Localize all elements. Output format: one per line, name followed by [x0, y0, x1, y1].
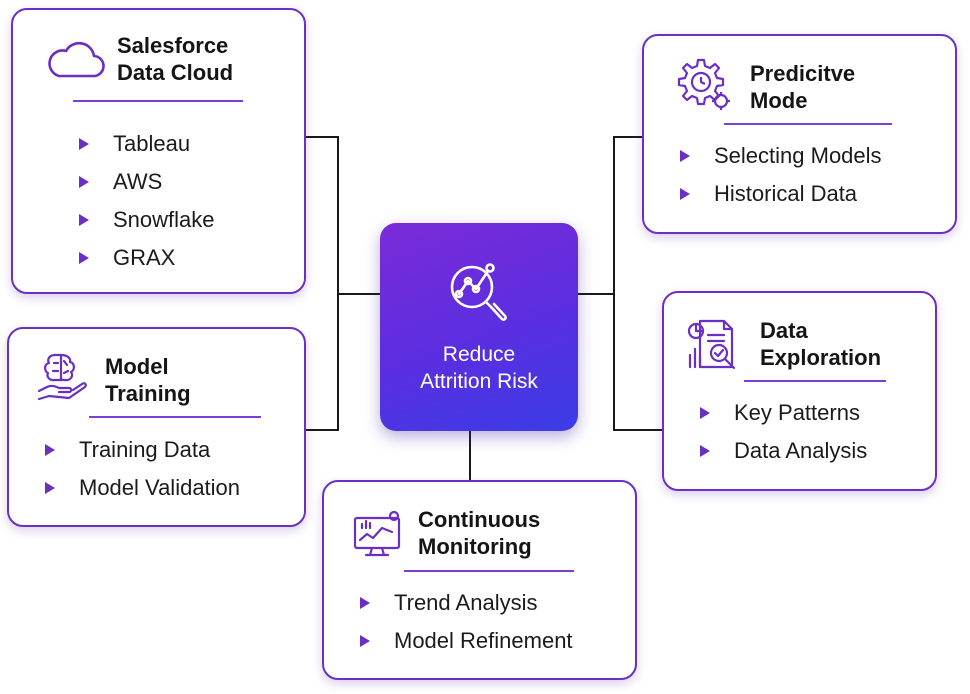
list-item: GRAX — [77, 245, 215, 271]
item-list: Selecting Models Historical Data — [678, 143, 882, 219]
list-item: Training Data — [43, 437, 240, 463]
title-divider — [89, 416, 261, 418]
predictive-mode-card: Predicitve Mode Selecting Models Histori… — [642, 34, 957, 234]
bullet-icon — [79, 176, 89, 188]
list-item: Key Patterns — [698, 400, 867, 426]
connector-predictive — [578, 136, 643, 295]
center-hub: Reduce Attrition Risk — [380, 223, 578, 431]
bullet-icon — [680, 188, 690, 200]
bullet-icon — [700, 445, 710, 457]
list-item: Model Validation — [43, 475, 240, 501]
cloud-icon — [48, 41, 105, 78]
card-title: Salesforce Data Cloud — [117, 33, 234, 85]
title-divider — [404, 570, 574, 572]
brain-hand-icon — [37, 353, 87, 401]
connector-salesforce — [306, 136, 380, 295]
center-title: Reduce Attrition Risk — [420, 343, 538, 393]
item-list: Key Patterns Data Analysis — [698, 400, 867, 476]
magnifier-chart-icon — [450, 263, 507, 321]
list-item: Tableau — [77, 131, 215, 157]
card-title: Model Training — [105, 354, 191, 406]
title-divider — [73, 100, 243, 102]
item-list: Tableau AWS Snowflake GRAX — [77, 131, 215, 283]
list-item: Historical Data — [678, 181, 882, 207]
bullet-icon — [79, 138, 89, 150]
report-magnifier-icon — [687, 319, 736, 370]
bullet-icon — [79, 252, 89, 264]
bullet-icon — [680, 150, 690, 162]
connector-exploration — [613, 294, 662, 431]
bullet-icon — [45, 444, 55, 456]
continuous-monitoring-card: Continuous Monitoring Trend Analysis Mod… — [322, 480, 637, 680]
bullet-icon — [360, 635, 370, 647]
connector-training — [306, 294, 339, 431]
model-training-card: Model Training Training Data Model Valid… — [7, 327, 306, 527]
gears-icon — [677, 58, 730, 110]
bullet-icon — [79, 214, 89, 226]
list-item: Trend Analysis — [358, 590, 573, 616]
card-title: Data Exploration — [760, 318, 882, 370]
bullet-icon — [700, 407, 710, 419]
item-list: Trend Analysis Model Refinement — [358, 590, 573, 666]
list-item: Model Refinement — [358, 628, 573, 654]
list-item: Data Analysis — [698, 438, 867, 464]
list-item: AWS — [77, 169, 215, 195]
data-exploration-card: Data Exploration Key Patterns Data Analy… — [662, 291, 937, 491]
title-divider — [744, 380, 886, 382]
bullet-icon — [45, 482, 55, 494]
card-title: Continuous Monitoring — [418, 507, 541, 559]
salesforce-data-cloud-card: Salesforce Data Cloud Tableau AWS Snowfl… — [11, 8, 306, 294]
title-divider — [724, 123, 892, 125]
bullet-icon — [360, 597, 370, 609]
list-item: Selecting Models — [678, 143, 882, 169]
item-list: Training Data Model Validation — [43, 437, 240, 513]
card-title: Predicitve Mode — [750, 61, 856, 113]
monitor-chart-icon — [353, 510, 401, 557]
list-item: Snowflake — [77, 207, 215, 233]
